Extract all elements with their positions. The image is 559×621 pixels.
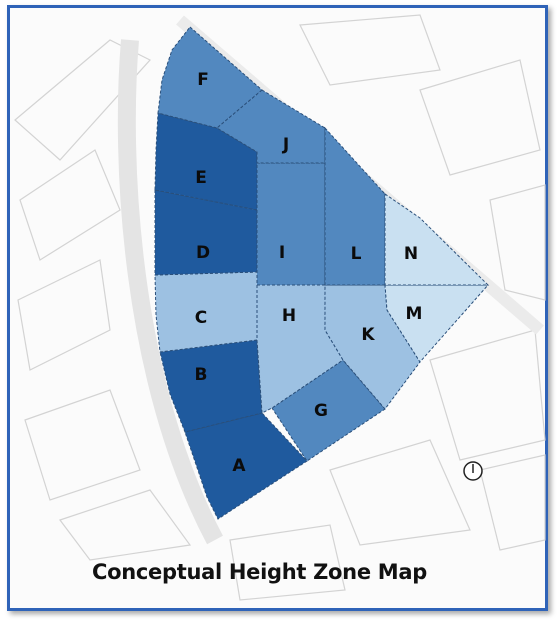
building-outline xyxy=(329,439,471,546)
zone-label-G: G xyxy=(314,401,328,421)
building-outline xyxy=(14,39,151,161)
zone-label-A: A xyxy=(232,456,246,476)
zone-M[interactable] xyxy=(384,284,490,363)
building-outline xyxy=(17,259,111,371)
zone-label-E: E xyxy=(195,168,207,188)
building-outline xyxy=(19,149,121,261)
zone-label-B: B xyxy=(195,365,208,385)
zone-label-M: M xyxy=(406,304,423,324)
zone-label-H: H xyxy=(282,306,296,326)
zone-label-D: D xyxy=(196,243,210,263)
zone-labels: A B C D E F G H I J K L M N xyxy=(195,70,423,476)
building-outline xyxy=(299,14,441,86)
zone-K[interactable] xyxy=(324,284,421,410)
building-outline xyxy=(419,59,541,176)
building-outline xyxy=(59,489,192,561)
zone-label-F: F xyxy=(197,70,209,90)
building-outline xyxy=(24,389,141,501)
building-outline xyxy=(479,454,546,551)
building-outline xyxy=(429,329,546,461)
zone-J[interactable] xyxy=(216,89,326,164)
zone-label-C: C xyxy=(195,308,207,328)
zone-label-K: K xyxy=(361,325,375,345)
zone-label-I: I xyxy=(279,243,285,263)
zone-label-N: N xyxy=(404,244,418,264)
building-outline xyxy=(229,524,346,601)
zone-I[interactable] xyxy=(256,162,326,286)
north-arrow-icon xyxy=(463,461,483,481)
map-title: Conceptual Height Zone Map xyxy=(92,560,427,584)
building-outline xyxy=(489,184,546,301)
zone-N[interactable] xyxy=(384,193,490,286)
zone-polygons xyxy=(154,26,490,520)
zone-label-J: J xyxy=(282,135,289,155)
zone-label-L: L xyxy=(351,244,362,264)
road xyxy=(117,39,223,545)
